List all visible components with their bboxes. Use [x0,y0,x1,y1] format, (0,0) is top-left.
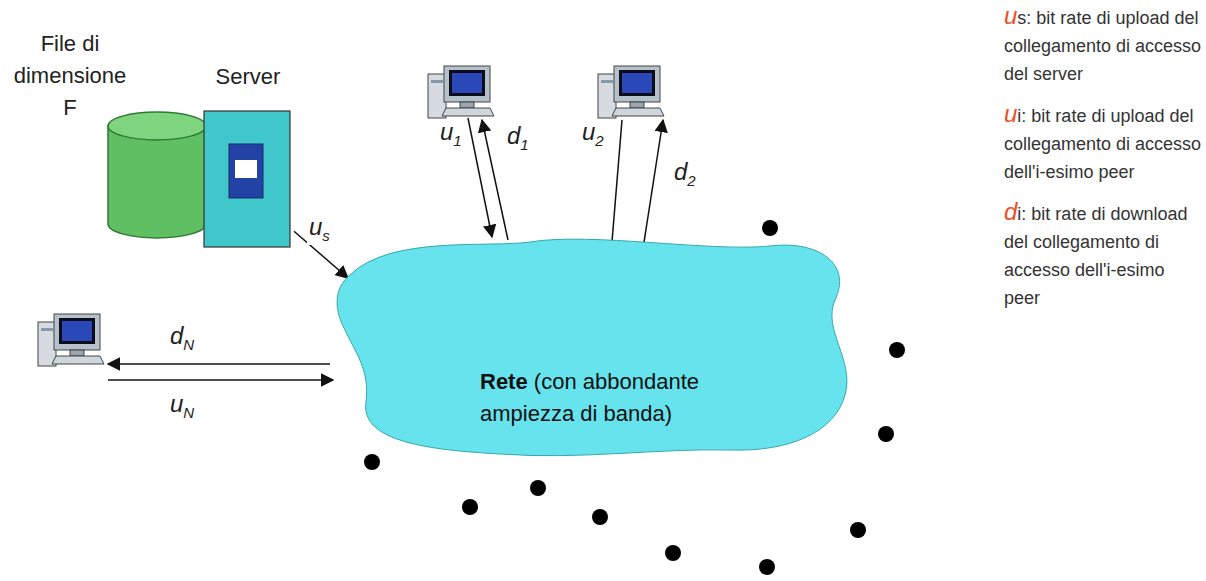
network-cloud: Rete(con abbondante ampiezza di banda) [330,220,860,465]
download-arrow [482,120,508,240]
definition-note: di: bit rate di download del collegament… [1004,198,1202,312]
server-caption: Server [198,62,298,92]
server: Server [198,62,298,250]
rate-label: d1 [505,122,531,154]
definition-note: ui: bit rate di upload del collegamento … [1004,100,1202,186]
definition-note: us: bit rate di upload del collegamento … [1004,2,1202,88]
rate-label: dN [168,322,196,354]
peer-computer [598,66,664,118]
file-storage: File di dimensione F [5,28,210,243]
peer-computer [38,314,104,366]
cylinder-shape [105,110,210,242]
cloud-shape [330,220,860,465]
rate-label: u1 [438,118,464,150]
edge-label: us [307,213,332,245]
rate-label: uN [168,390,196,422]
file-caption: File di dimensione F [5,28,135,124]
rate-label: u2 [580,118,606,150]
peer-computer [428,66,494,118]
server-box [203,110,293,250]
download-arrow [108,363,330,365]
cloud-heading: Rete [480,369,528,394]
upload-arrow [108,379,333,381]
upload-arrow [468,118,492,237]
rate-label: d2 [672,158,698,190]
cloud-text: Rete(con abbondante ampiezza di banda) [480,366,715,430]
